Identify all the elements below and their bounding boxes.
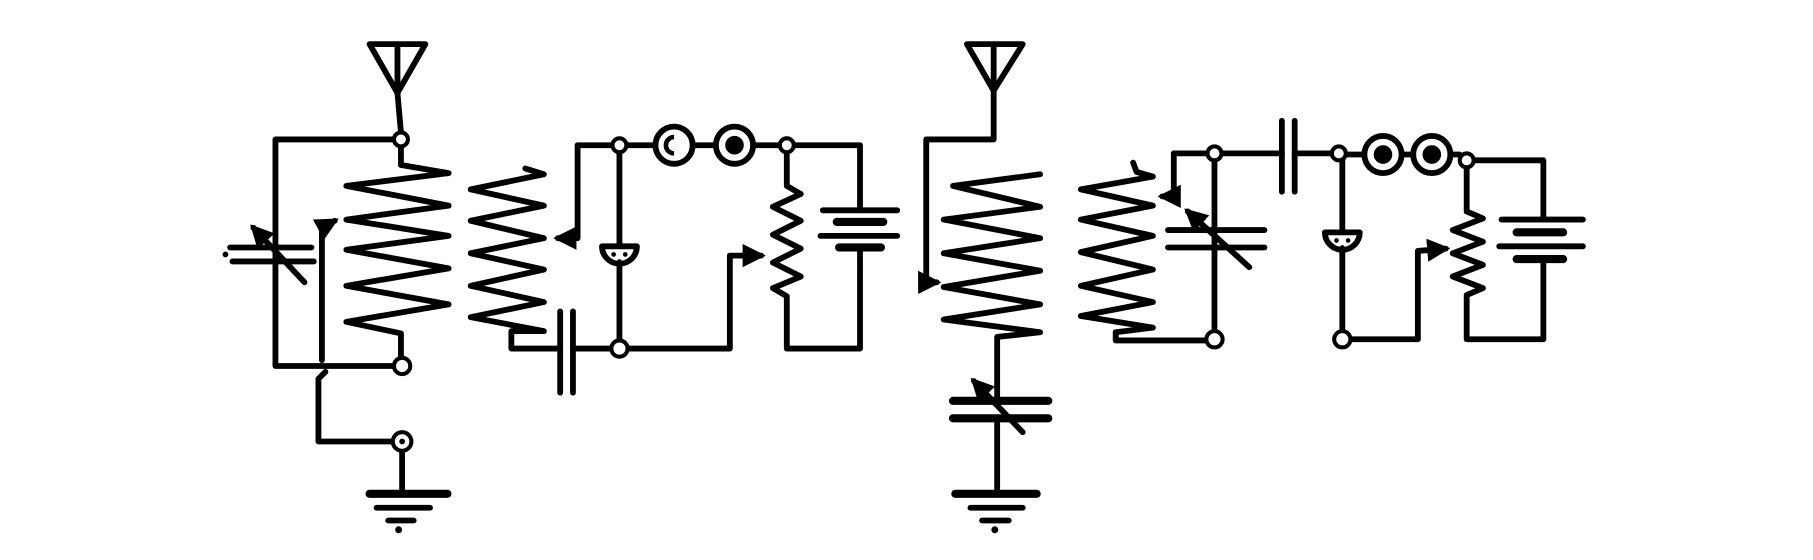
antenna-icon bbox=[366, 41, 429, 136]
detector-tube-icon bbox=[1321, 157, 1363, 336]
secondary-coil bbox=[1077, 150, 1211, 344]
headphones-icon bbox=[1342, 133, 1463, 177]
battery-icon bbox=[1470, 157, 1586, 264]
potentiometer-icon bbox=[623, 149, 863, 352]
ground-icon bbox=[951, 489, 1041, 534]
potentiometer-icon bbox=[1346, 164, 1547, 343]
grid-capacitor-icon bbox=[1218, 117, 1335, 195]
battery-icon bbox=[790, 142, 901, 252]
variable-capacitor-icon bbox=[1165, 157, 1268, 336]
terminal-nodes bbox=[1204, 144, 1476, 350]
primary-coil bbox=[343, 143, 452, 362]
primary-coil bbox=[940, 171, 1044, 404]
detector-tube-icon bbox=[599, 149, 640, 345]
variable-capacitor-icon bbox=[222, 224, 317, 286]
terminal-nodes bbox=[390, 130, 796, 453]
grid-capacitor-icon bbox=[557, 308, 616, 396]
circuit-right bbox=[918, 41, 1586, 534]
ground-icon bbox=[365, 489, 452, 534]
antenna-icon bbox=[918, 41, 1026, 294]
variable-capacitor-icon bbox=[948, 377, 1053, 497]
circuit-left bbox=[222, 41, 901, 534]
secondary-coil bbox=[467, 142, 616, 352]
headphones-icon bbox=[623, 123, 783, 167]
